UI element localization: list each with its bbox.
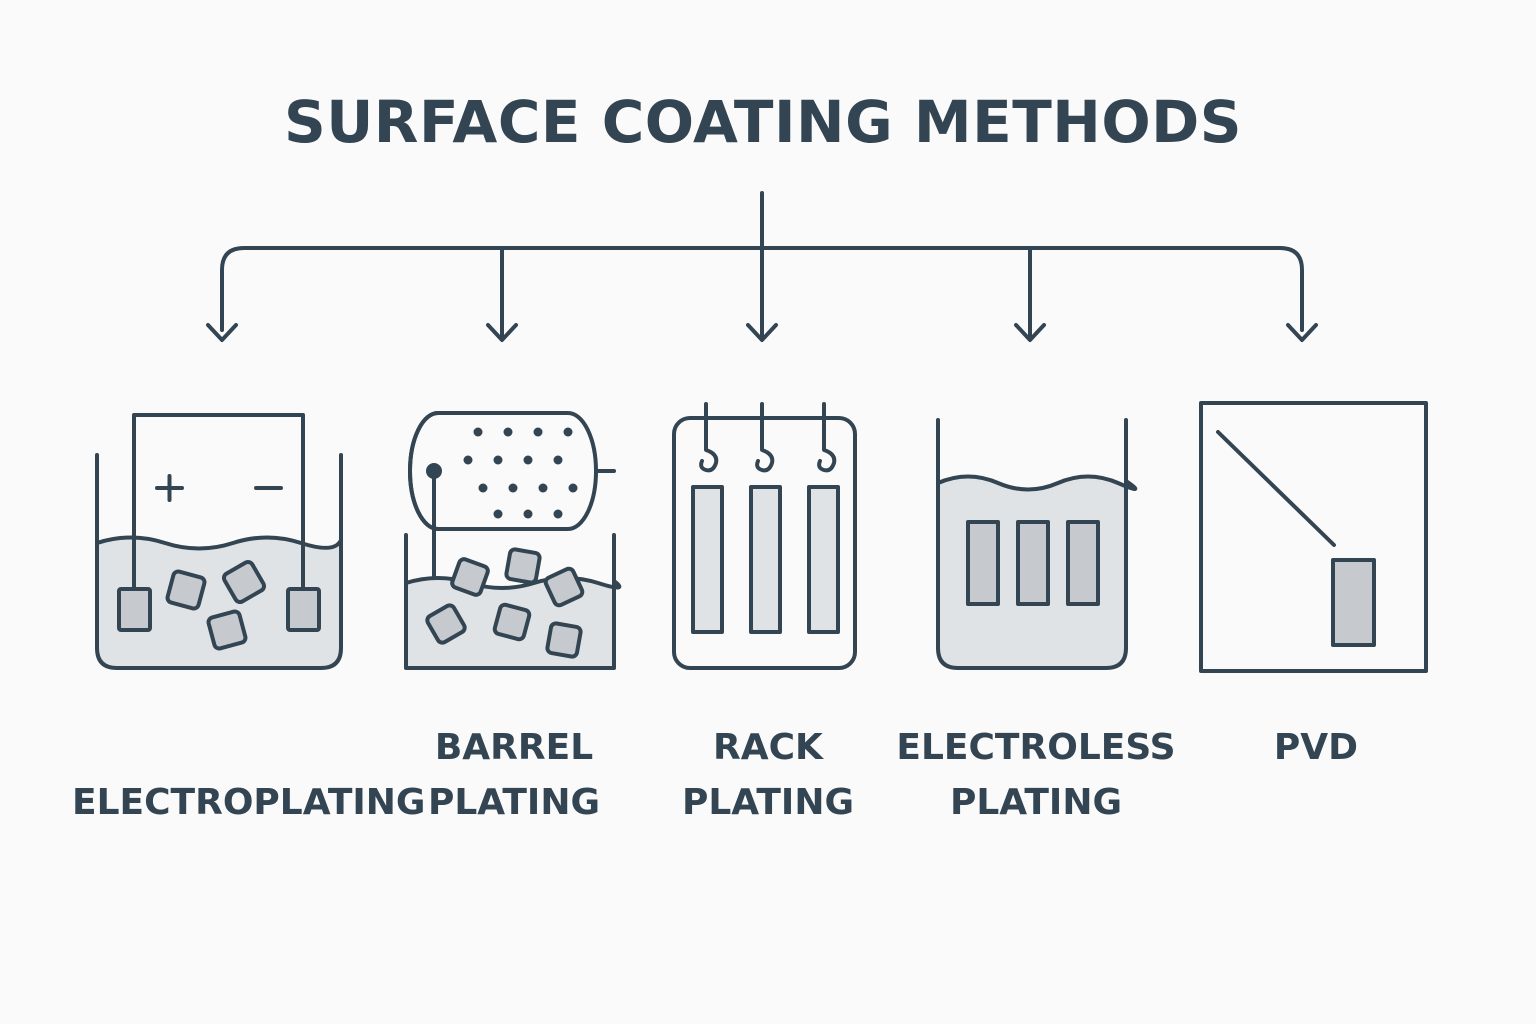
part-cube bbox=[545, 621, 583, 659]
immersed-part bbox=[1066, 520, 1100, 606]
arrowhead-electroplating bbox=[206, 323, 238, 342]
part-cube bbox=[221, 559, 267, 605]
barrel-front-edge bbox=[408, 411, 440, 531]
hook bbox=[755, 402, 775, 473]
part-cube bbox=[492, 602, 532, 642]
barrel-plating-icon bbox=[404, 411, 622, 670]
electrolyte-liquid bbox=[97, 537, 341, 668]
hook bbox=[817, 402, 837, 473]
part-cube bbox=[206, 609, 248, 651]
page-title: SURFACE COATING METHODS bbox=[283, 88, 1243, 156]
part-cube bbox=[543, 566, 585, 608]
substrate bbox=[1331, 558, 1376, 647]
arrowhead-pvd bbox=[1286, 323, 1318, 342]
tank-outline bbox=[936, 418, 1128, 670]
label-line-2: ELECTROPLATING bbox=[72, 782, 426, 823]
electroless-tank-icon bbox=[936, 418, 1138, 670]
tank-outline bbox=[95, 453, 343, 670]
cathode-electrode bbox=[286, 587, 321, 632]
vacuum-chamber bbox=[1199, 401, 1428, 673]
label-rack-plating: RACK PLATING bbox=[668, 720, 868, 830]
branch-line bbox=[220, 246, 1304, 332]
bath-outline bbox=[404, 533, 616, 670]
label-electroplating: ELECTROPLATING bbox=[72, 720, 426, 830]
arrowhead-electroless bbox=[1014, 323, 1046, 342]
rack-frame bbox=[672, 416, 857, 670]
hook bbox=[699, 402, 719, 473]
label-line-1: RACK bbox=[713, 727, 823, 768]
anode-electrode bbox=[117, 587, 152, 632]
label-line-2: PLATING bbox=[427, 782, 601, 823]
part-cube bbox=[504, 547, 542, 585]
power-wire bbox=[132, 413, 305, 591]
hanging-part bbox=[691, 485, 724, 634]
part-cube bbox=[450, 557, 490, 597]
part-cube bbox=[165, 569, 207, 611]
rack-plating-icon bbox=[672, 402, 857, 670]
connector-tree bbox=[206, 191, 1318, 342]
part-cube bbox=[425, 603, 467, 645]
label-line-1: BARREL bbox=[434, 727, 594, 768]
arrowhead-barrel bbox=[486, 323, 518, 342]
arrowhead-rack bbox=[746, 323, 778, 342]
label-line-1 bbox=[72, 720, 392, 775]
electroplating-tank-icon bbox=[95, 413, 343, 670]
liquid-surface-line bbox=[95, 535, 343, 551]
label-line-2: PLATING bbox=[681, 782, 855, 823]
label-line-1: PVD bbox=[1273, 727, 1359, 768]
hanging-part bbox=[807, 485, 840, 634]
label-line-1: ELECTROLESS bbox=[896, 727, 1176, 768]
label-barrel-plating: BARREL PLATING bbox=[414, 720, 614, 830]
vapor-path bbox=[1216, 430, 1336, 547]
pvd-chamber-icon bbox=[1199, 401, 1428, 673]
immersed-part bbox=[966, 520, 1000, 606]
label-line-2: PLATING bbox=[949, 782, 1123, 823]
immersed-part bbox=[1016, 520, 1050, 606]
hanging-part bbox=[749, 485, 782, 634]
label-line-2 bbox=[1216, 775, 1416, 830]
solution-surface-line bbox=[936, 474, 1138, 492]
label-electroless-plating: ELECTROLESS PLATING bbox=[886, 720, 1186, 830]
barrel-perforations bbox=[463, 427, 578, 519]
label-pvd: PVD bbox=[1216, 720, 1416, 830]
barrel-hub bbox=[426, 463, 442, 479]
